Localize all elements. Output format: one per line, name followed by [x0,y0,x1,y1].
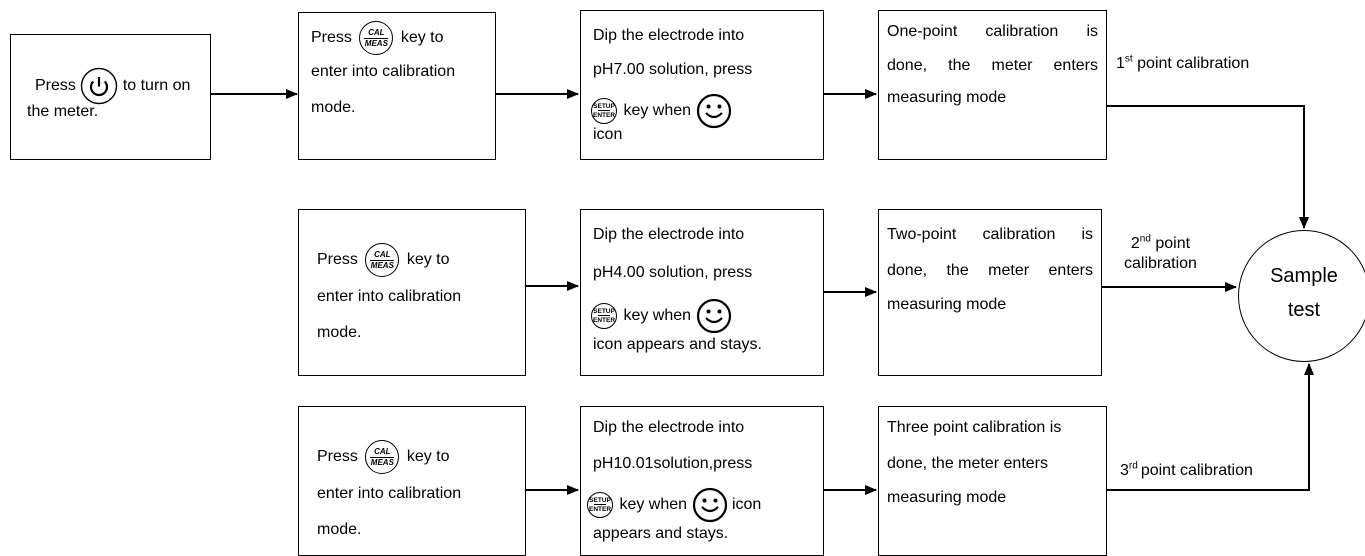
result-line1: Two-point calibration is [887,226,1093,243]
power-line2: the meter. [27,103,99,120]
dip-line4: icon appears and stays. [593,336,762,353]
result-box-two-point: Two-point calibration is done, the meter… [878,209,1102,376]
key-to-text: key to [406,448,450,466]
dip-line2: pH4.00 solution, press [593,264,753,281]
cal-line2: enter into calibration [311,63,456,80]
result-box-three-point: Three point calibration is done, the met… [878,406,1107,556]
label-2nd-point: 2nd point calibration [1124,233,1197,272]
icon-text: icon [731,496,762,514]
dip-line2: pH7.00 solution, press [593,61,753,78]
dip-line4: appears and stays. [593,525,729,542]
key-to-text: key to [406,251,450,269]
power-action-text: to turn on [122,77,191,95]
dip-line4: icon [593,126,623,143]
key-to-text: key to [400,29,444,47]
cal-line3: mode. [317,324,362,341]
press-text: Press [317,448,358,466]
cal-line3: mode. [317,521,362,538]
dip-line1: Dip the electrode into [593,226,745,243]
key-when-text: key when [623,102,692,120]
step-box-power-on: Press to turn on the meter. [10,34,211,160]
sample-test-node: Sample test [1238,230,1365,362]
arrow-r1-to-sample [1107,105,1309,229]
dip-line2: pH10.01solution,press [593,455,753,472]
result-line2: done, the meter enters [887,455,1048,472]
key-when-text: key when [619,496,688,514]
cal-line3: mode. [311,99,356,116]
smiley-icon [692,487,727,523]
result-line3: measuring mode [887,296,1007,313]
result-box-one-point: One-point calibration is done, the meter… [878,10,1107,160]
result-line3: measuring mode [887,489,1007,506]
press-text: Press [35,77,76,95]
result-line1: Three point calibration is [887,419,1062,436]
result-line1: One-point calibration is [887,23,1098,40]
dip-line1: Dip the electrode into [593,27,745,44]
cal-line2: enter into calibration [317,288,462,305]
smiley-icon [696,298,731,334]
result-line2: done, the meter enters [887,57,1098,74]
step-box-dip-ph7: Dip the electrode into pH7.00 solution, … [580,10,824,160]
label-1st-point: 1st point calibration [1116,53,1250,72]
power-icon [81,67,118,105]
arrow-r3-to-sample [1107,363,1314,491]
sample-text: Sample [1270,265,1338,287]
press-text: Press [311,29,352,47]
cal-line2: enter into calibration [317,485,462,502]
result-line2: done, the meter enters [887,262,1093,279]
test-text: test [1287,299,1321,321]
key-when-text: key when [623,307,692,325]
result-line3: measuring mode [887,89,1007,106]
smiley-icon [696,93,731,129]
step-box-dip-ph4: Dip the electrode into pH4.00 solution, … [580,209,824,376]
dip-line1: Dip the electrode into [593,419,745,436]
step-box-dip-ph10: Dip the electrode into pH10.01solution,p… [580,406,824,556]
press-text: Press [317,251,358,269]
